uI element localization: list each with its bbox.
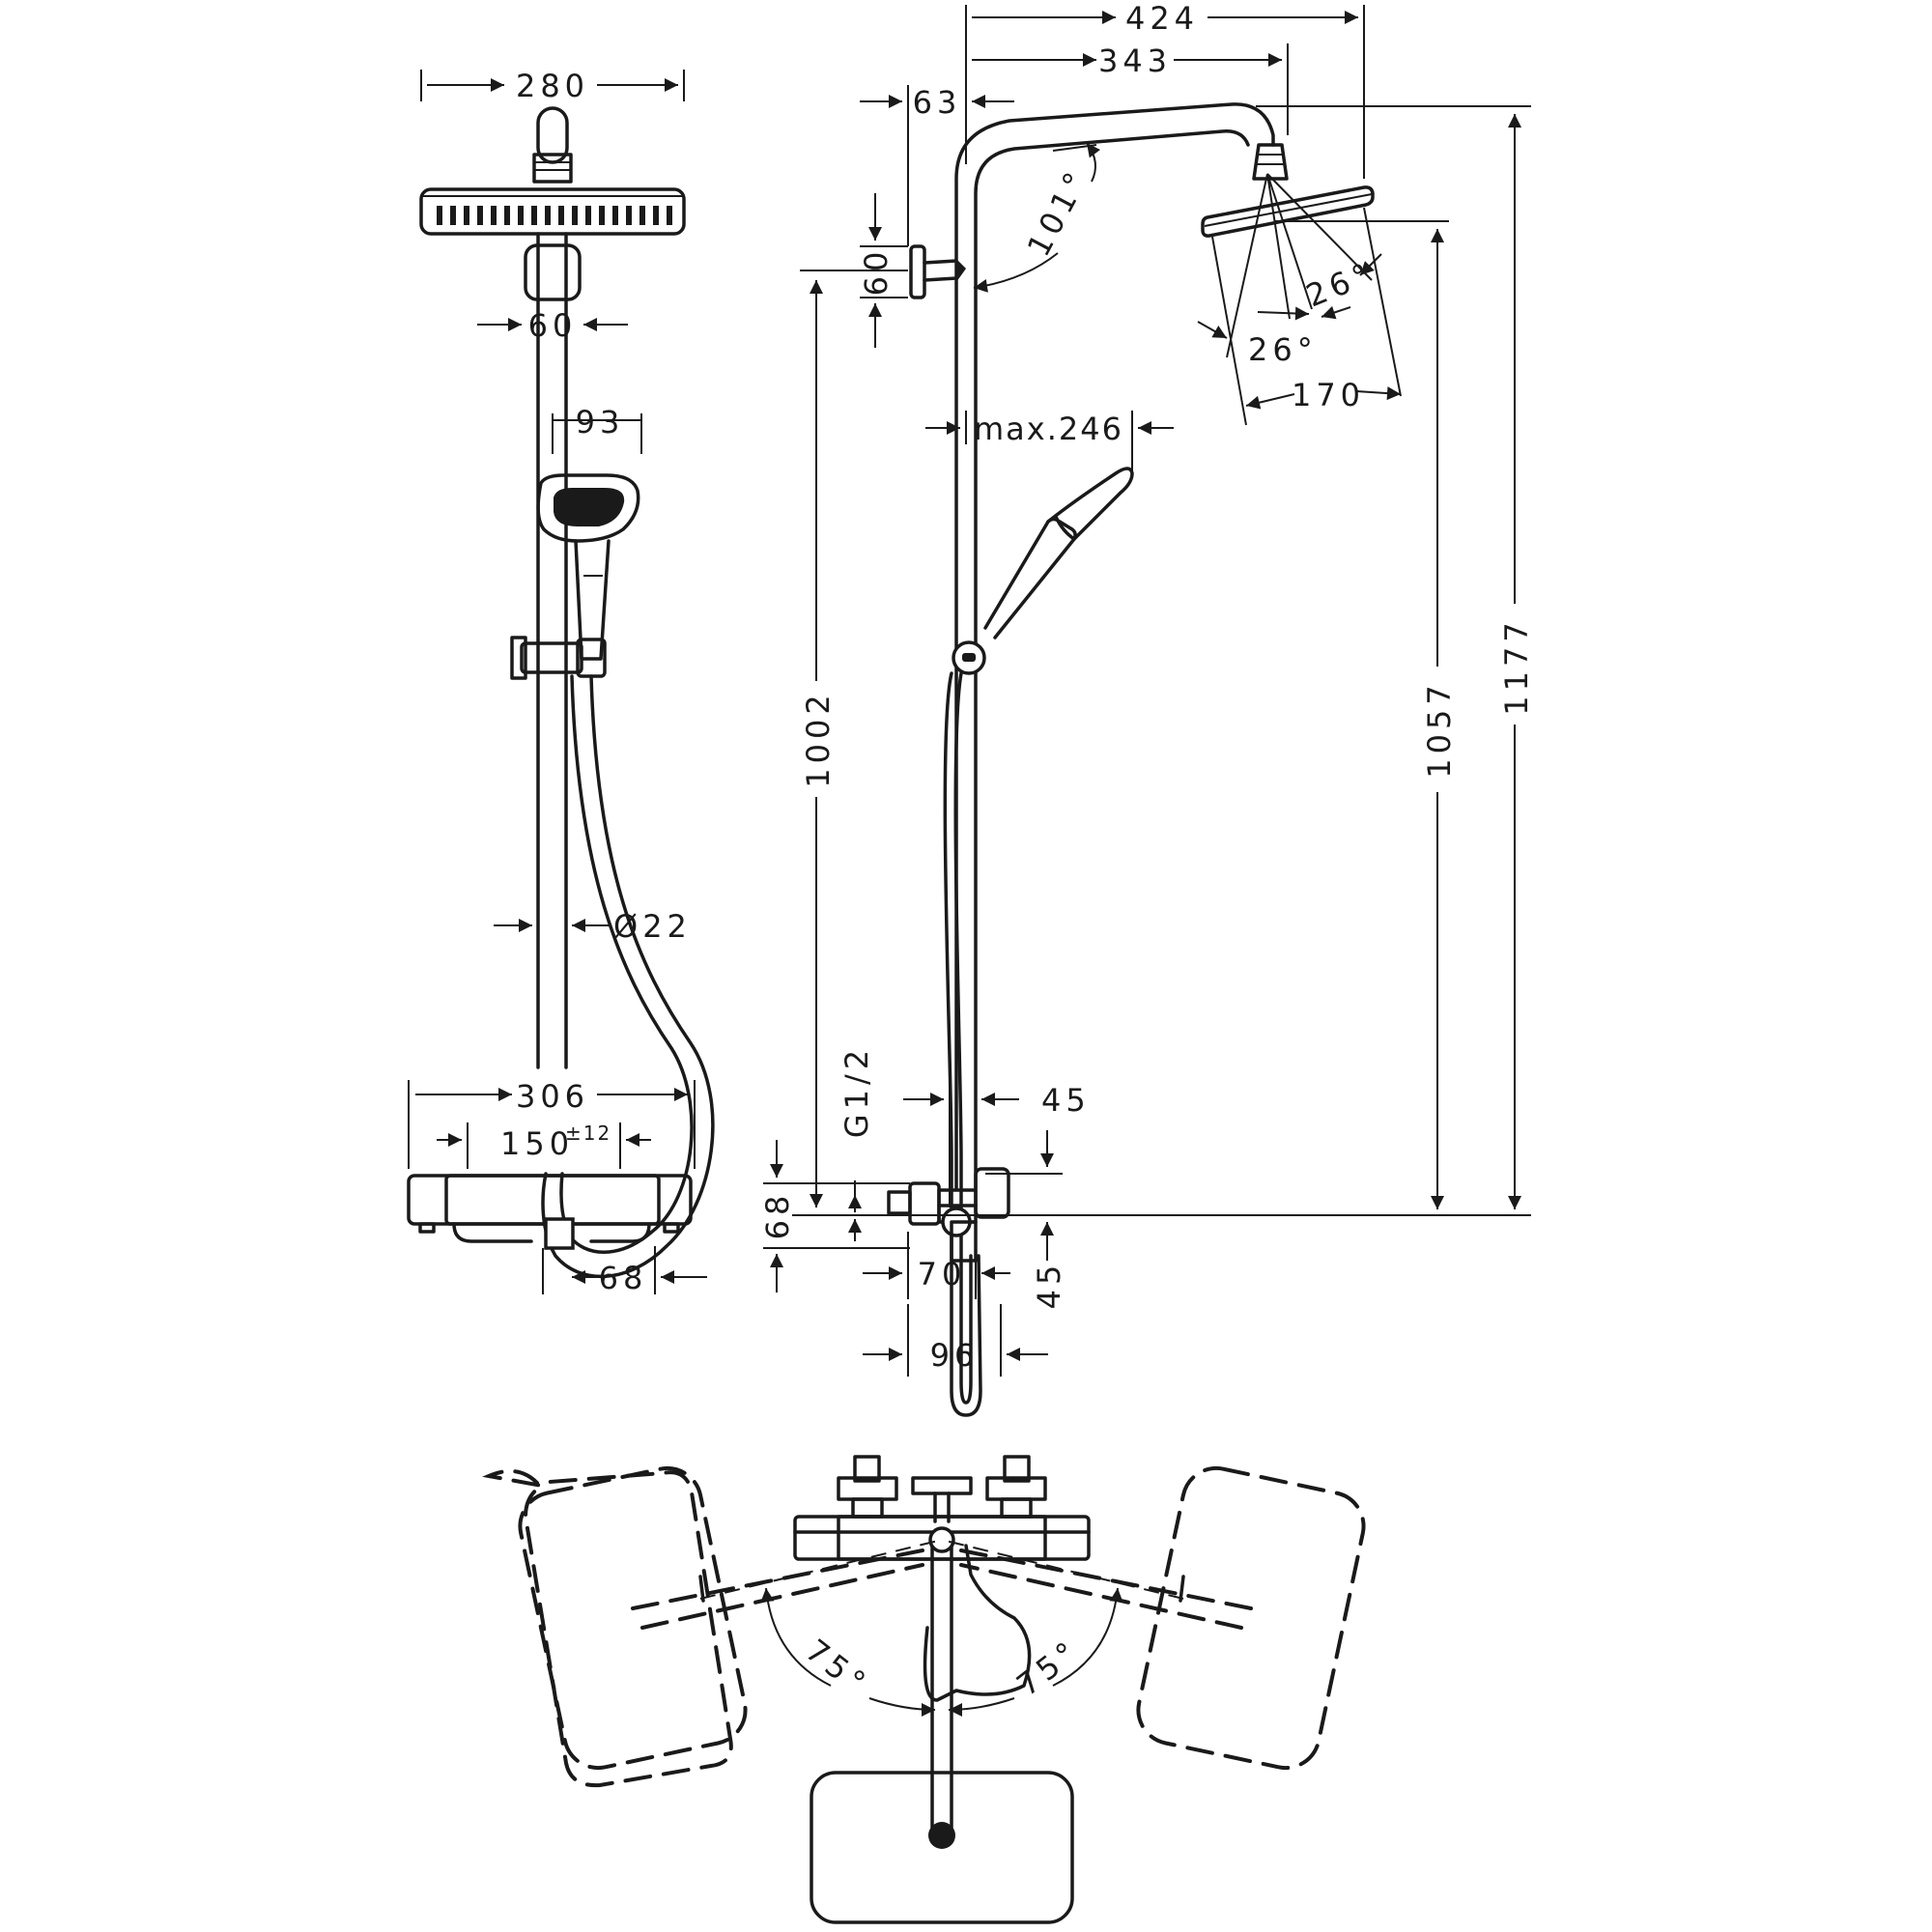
front-slider (520, 641, 583, 674)
front-thermostatic-mixer (407, 1174, 693, 1226)
dim-top-swivel-right: 75° (1009, 1632, 1087, 1703)
top-view: 75° 75° (482, 1455, 1366, 1924)
top-swivel-left-outline (482, 1468, 733, 1788)
dim-front-bracket-width: 60 (528, 307, 578, 344)
dim-side-total-projection: 424 (1125, 0, 1199, 37)
side-dimensions: 424 343 63 60 101° 26° 26° 170 (759, 0, 1535, 1377)
front-wall-bracket (524, 243, 582, 301)
dim-side-spray-angle-a: 26° (1248, 331, 1318, 368)
dim-side-bracket-to-mixer: 1002 (800, 690, 837, 787)
side-mixer-body (974, 1167, 1010, 1219)
dim-side-wall-offset: 63 (913, 84, 962, 121)
dim-side-spray-angle-b: 26° (1301, 254, 1379, 314)
dim-top-swivel-left: 75° (799, 1632, 876, 1703)
dim-front-head-width: 280 (516, 68, 589, 104)
front-hand-shower (536, 473, 640, 543)
dim-side-lower-offset: 45 (1031, 1261, 1067, 1310)
dim-side-hand-shower-reach: max.246 (974, 411, 1123, 447)
dim-side-head-diameter: 170 (1292, 377, 1365, 413)
front-shower-head (419, 187, 686, 236)
front-view (407, 106, 715, 1279)
dim-front-connection-tolerance: ±12 (565, 1122, 611, 1145)
dim-side-upper-offset: 45 (1041, 1082, 1091, 1119)
front-dimensions: 280 60 93 Ø22 306 150 ±12 68 (408, 68, 707, 1296)
side-wall-bracket (909, 244, 926, 299)
dim-side-head-to-mixer: 1057 (1421, 680, 1458, 778)
top-shower-head (810, 1771, 1074, 1924)
dim-front-connection-distance: 150 (500, 1125, 574, 1162)
dim-front-mixer-width: 306 (516, 1078, 589, 1115)
side-shower-head (1201, 185, 1375, 238)
dim-side-arm-projection: 343 (1098, 43, 1172, 79)
dim-front-rail-diameter: Ø22 (613, 908, 692, 945)
front-hose (541, 674, 715, 1279)
dim-front-hand-shower-width: 93 (576, 404, 625, 440)
side-hose (943, 671, 982, 1417)
dim-side-bottom-projection: 96 (930, 1337, 980, 1374)
dim-front-mixer-depth: 68 (599, 1260, 648, 1296)
dim-side-arm-angle: 101° (1020, 162, 1096, 263)
dim-side-total-height: 1177 (1498, 617, 1535, 715)
dim-side-inlet-thread: G1/2 (838, 1045, 875, 1138)
side-view (887, 102, 1375, 1417)
side-hand-shower (983, 517, 1077, 639)
side-riser-arm (954, 102, 1275, 1190)
dim-side-mixer-projection: 70 (918, 1256, 967, 1293)
dim-side-mixer-height: 68 (759, 1191, 796, 1240)
front-shower-head-nozzles (437, 206, 672, 225)
